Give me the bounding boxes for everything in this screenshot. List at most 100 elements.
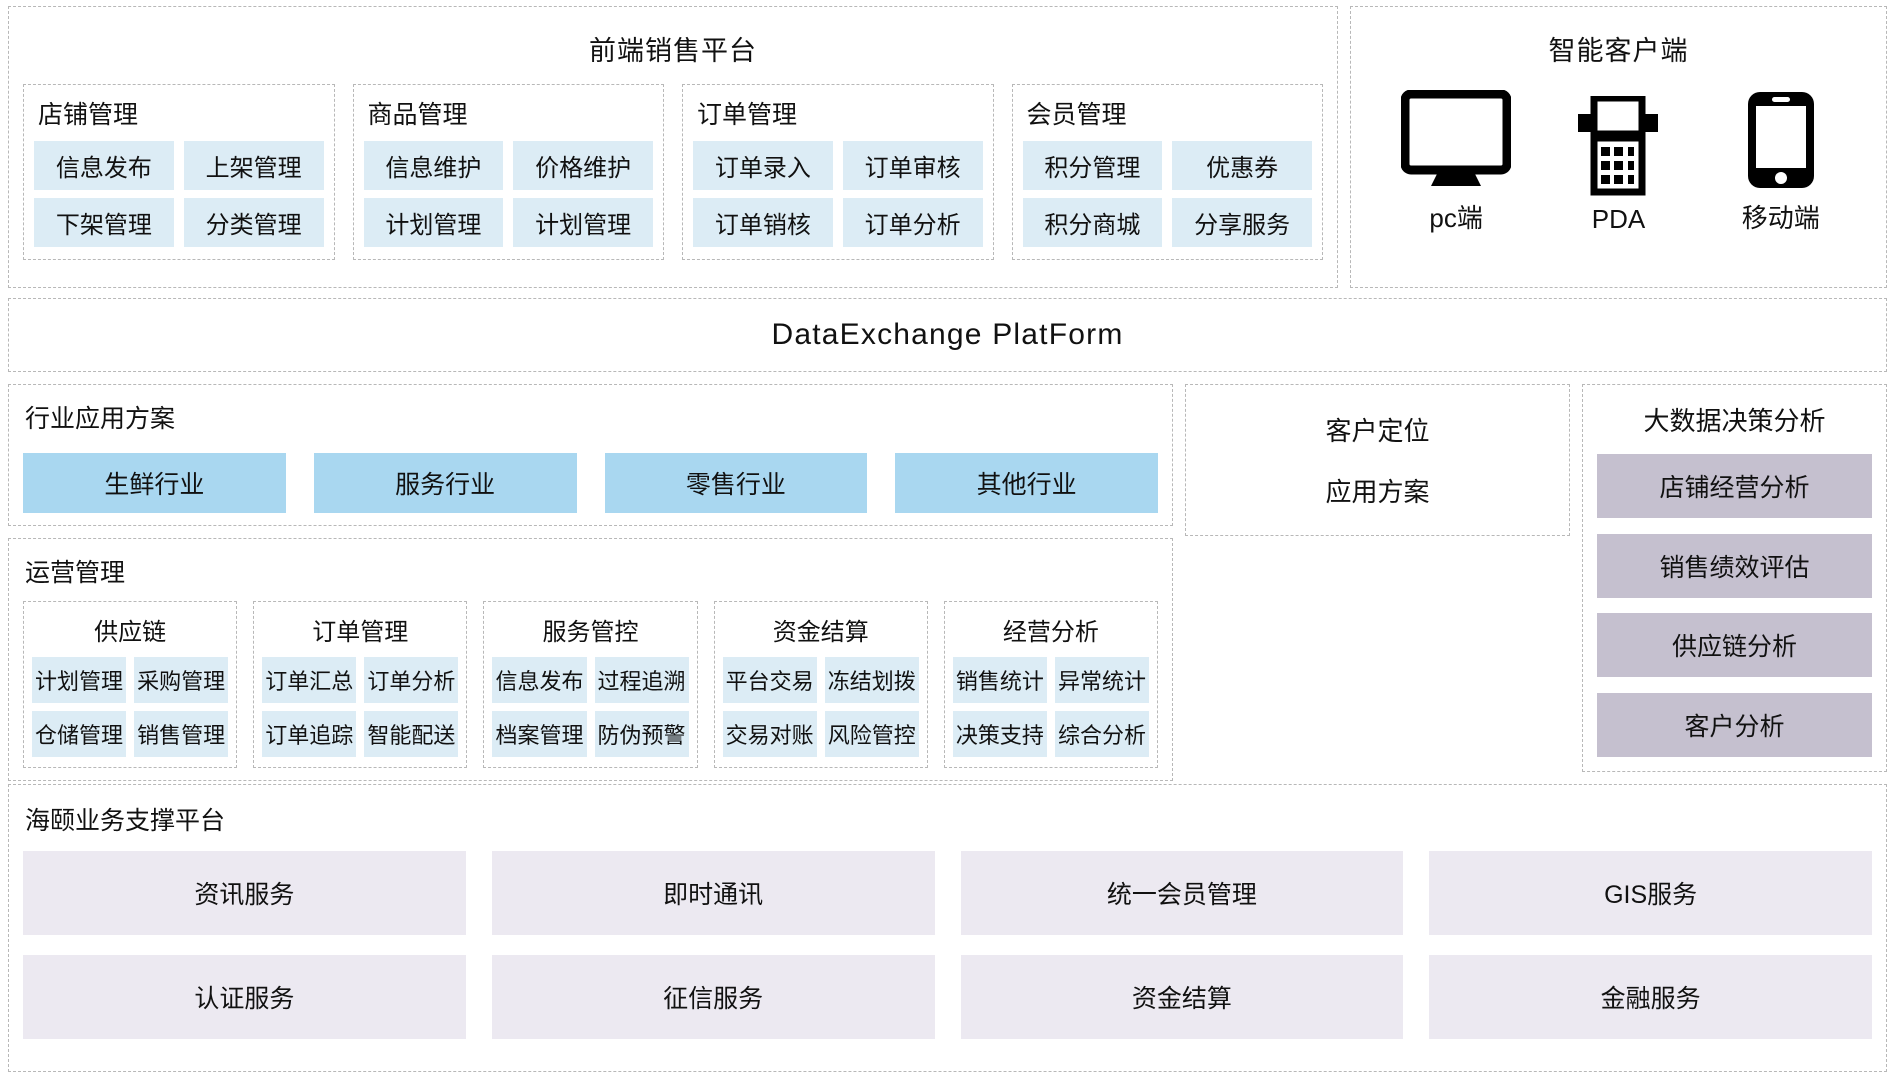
operations-management-title: 运营管理: [25, 559, 126, 587]
middle-row: 行业应用方案 生鲜行业 服务行业 零售行业 其他行业 运营管理 供应链 计划管理: [8, 384, 1887, 781]
ops-group-title: 订单管理: [312, 619, 409, 646]
chip-item[interactable]: 下架管理: [34, 198, 174, 247]
chip-item[interactable]: 信息发布: [34, 141, 174, 190]
group-title: 商品管理: [367, 101, 468, 129]
industry-item[interactable]: 生鲜行业: [23, 453, 286, 513]
group-items: 订单录入 订单审核 订单销核 订单分析: [693, 141, 983, 247]
support-item[interactable]: GIS服务: [1429, 851, 1872, 935]
chip-item[interactable]: 分类管理: [183, 198, 324, 247]
ops-item[interactable]: 平台交易: [722, 657, 817, 703]
chip-item[interactable]: 订单审核: [842, 141, 983, 190]
support-item[interactable]: 资金结算: [960, 955, 1404, 1039]
support-item[interactable]: 认证服务: [23, 955, 466, 1039]
group-store-management: 店铺管理 信息发布 上架管理 下架管理 分类管理: [23, 84, 335, 260]
monitor-icon: [1401, 90, 1512, 186]
chip-item[interactable]: 信息维护: [363, 141, 504, 190]
chip-item[interactable]: 上架管理: [183, 141, 324, 190]
support-platform-items: 资讯服务 即时通讯 统一会员管理 GIS服务 认证服务 征信服务 资金结算 金融…: [23, 851, 1872, 1039]
ops-group-title: 经营分析: [1002, 619, 1099, 646]
device-pda[interactable]: PDA: [1543, 96, 1693, 235]
big-data-items: 店铺经营分析 销售绩效评估 供应链分析 客户分析: [1597, 454, 1872, 757]
ops-item[interactable]: 智能配送: [364, 711, 459, 757]
middle-center-column: 客户定位 应用方案: [1185, 384, 1570, 772]
big-data-item[interactable]: 销售绩效评估: [1597, 533, 1872, 598]
ops-group-items: 计划管理 采购管理 仓储管理 销售管理: [32, 657, 229, 757]
group-title: 店铺管理: [38, 101, 139, 129]
chip-item[interactable]: 计划管理: [363, 198, 504, 247]
ops-group-items: 销售统计 异常统计 决策支持 综合分析: [952, 657, 1150, 757]
ops-item[interactable]: 异常统计: [1054, 657, 1150, 703]
support-item[interactable]: 统一会员管理: [960, 851, 1404, 935]
group-product-management: 商品管理 信息维护 价格维护 计划管理 计划管理: [352, 84, 664, 260]
big-data-analysis-title: 大数据决策分析: [1643, 406, 1826, 436]
chip-item[interactable]: 订单分析: [842, 198, 983, 247]
ops-group-business-analysis: 经营分析 销售统计 异常统计 决策支持 综合分析: [943, 601, 1159, 768]
ops-item[interactable]: 过程追溯: [594, 657, 689, 703]
smart-client-title: 智能客户端: [1548, 36, 1689, 66]
ops-group-items: 平台交易 冻结划拨 交易对账 风险管控: [722, 657, 919, 757]
chip-item[interactable]: 积分商城: [1022, 198, 1163, 247]
ops-item[interactable]: 风险管控: [824, 711, 919, 757]
chip-item[interactable]: 积分管理: [1022, 141, 1163, 190]
big-data-item[interactable]: 店铺经营分析: [1597, 454, 1872, 518]
ops-item[interactable]: 交易对账: [722, 711, 817, 757]
ops-item[interactable]: 信息发布: [492, 657, 587, 703]
support-item[interactable]: 征信服务: [491, 955, 935, 1039]
middle-right-column: 大数据决策分析 店铺经营分析 销售绩效评估 供应链分析 客户分析: [1582, 384, 1887, 772]
group-member-management: 会员管理 积分管理 优惠券 积分商城 分享服务: [1011, 84, 1323, 260]
ops-item[interactable]: 仓储管理: [32, 711, 127, 757]
front-sales-platform-title: 前端销售平台: [589, 36, 757, 66]
ops-item[interactable]: 档案管理: [492, 711, 587, 757]
operations-groups: 供应链 计划管理 采购管理 仓储管理 销售管理 订单管理 订单汇总 订单分析: [23, 601, 1159, 768]
group-order-management: 订单管理 订单录入 订单审核 订单销核 订单分析: [682, 84, 994, 260]
ops-item[interactable]: 防伪预警: [594, 711, 689, 757]
ops-item[interactable]: 冻结划拨: [824, 657, 919, 703]
industry-solution-title: 行业应用方案: [25, 405, 176, 433]
industry-solution-section: 行业应用方案 生鲜行业 服务行业 零售行业 其他行业: [8, 384, 1173, 526]
support-item[interactable]: 资讯服务: [23, 851, 466, 935]
ops-item[interactable]: 销售统计: [952, 657, 1047, 703]
device-mobile[interactable]: 移动端: [1706, 90, 1856, 235]
ops-item[interactable]: 订单汇总: [262, 657, 357, 703]
chip-item[interactable]: 分享服务: [1172, 198, 1312, 247]
front-platform-groups: 店铺管理 信息发布 上架管理 下架管理 分类管理 商品管理 信息维护 价格维护 …: [23, 84, 1323, 260]
customer-positioning-section: 客户定位 应用方案: [1185, 384, 1570, 536]
data-exchange-platform-title: DataExchange PlatForm: [771, 318, 1124, 351]
chip-item[interactable]: 价格维护: [513, 141, 653, 190]
group-title: 会员管理: [1026, 101, 1127, 129]
ops-item[interactable]: 决策支持: [952, 711, 1047, 757]
ops-item[interactable]: 销售管理: [134, 711, 229, 757]
ops-item[interactable]: 订单追踪: [262, 711, 357, 757]
device-label: PDA: [1591, 204, 1646, 234]
mobile-phone-icon: [1747, 92, 1814, 188]
industry-item[interactable]: 服务行业: [313, 453, 577, 513]
ops-item[interactable]: 采购管理: [134, 657, 229, 703]
ops-group-supply-chain: 供应链 计划管理 采购管理 仓储管理 销售管理: [23, 601, 238, 768]
big-data-analysis-section: 大数据决策分析 店铺经营分析 销售绩效评估 供应链分析 客户分析: [1582, 384, 1887, 772]
support-item[interactable]: 即时通讯: [491, 851, 935, 935]
industry-items: 生鲜行业 服务行业 零售行业 其他行业: [23, 447, 1158, 513]
chip-item[interactable]: 订单录入: [693, 141, 833, 190]
pda-icon: [1578, 96, 1659, 196]
chip-item[interactable]: 订单销核: [693, 198, 833, 247]
group-items: 信息维护 价格维护 计划管理 计划管理: [363, 141, 653, 247]
customer-positioning-line2: 应用方案: [1325, 477, 1430, 507]
ops-group-title: 供应链: [94, 619, 167, 646]
top-row: 前端销售平台 店铺管理 信息发布 上架管理 下架管理 分类管理 商品管理 信息维…: [8, 6, 1887, 288]
front-sales-platform-section: 前端销售平台 店铺管理 信息发布 上架管理 下架管理 分类管理 商品管理 信息维…: [8, 6, 1338, 288]
ops-item[interactable]: 计划管理: [32, 657, 127, 703]
industry-item[interactable]: 零售行业: [604, 453, 868, 513]
group-items: 信息发布 上架管理 下架管理 分类管理: [34, 141, 324, 247]
industry-item[interactable]: 其他行业: [895, 453, 1158, 513]
big-data-item[interactable]: 客户分析: [1597, 692, 1872, 757]
device-list: pc端: [1365, 84, 1872, 235]
big-data-item[interactable]: 供应链分析: [1597, 613, 1872, 678]
ops-item[interactable]: 订单分析: [364, 657, 459, 703]
ops-group-title: 服务管控: [542, 619, 639, 646]
ops-item[interactable]: 综合分析: [1054, 711, 1150, 757]
device-label: 移动端: [1741, 203, 1820, 233]
device-pc[interactable]: pc端: [1381, 90, 1531, 235]
chip-item[interactable]: 计划管理: [513, 198, 653, 247]
chip-item[interactable]: 优惠券: [1172, 141, 1312, 190]
support-item[interactable]: 金融服务: [1429, 955, 1872, 1039]
